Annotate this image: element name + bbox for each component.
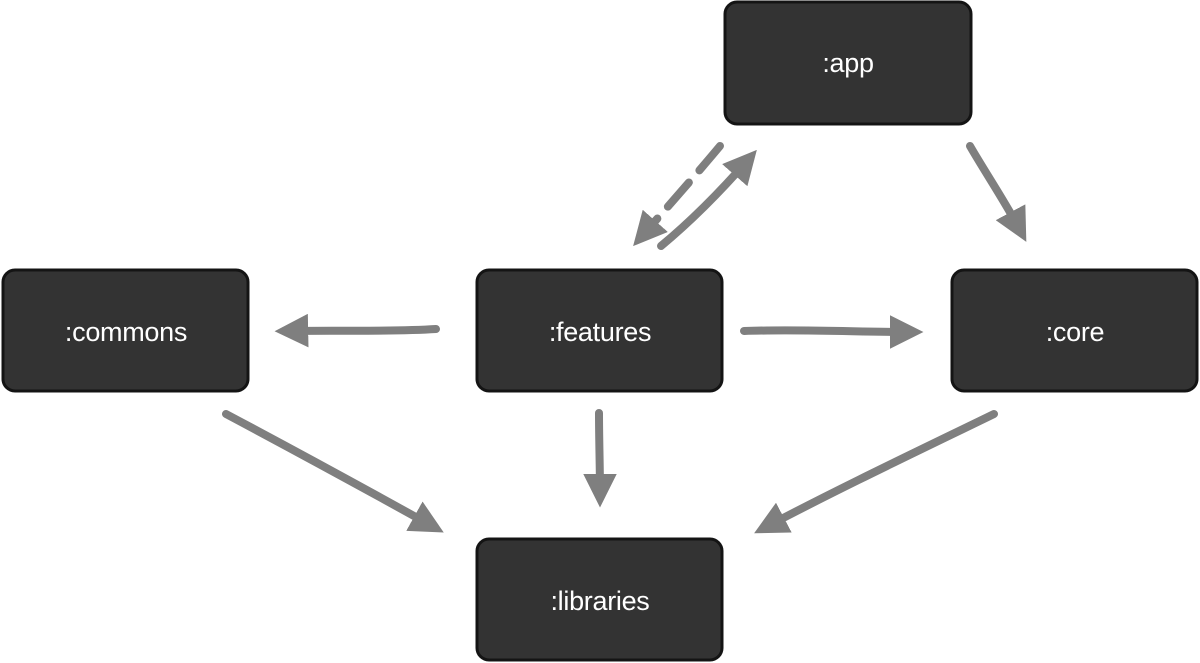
edge-core-to-libraries xyxy=(754,410,998,534)
edge-features-to-libraries xyxy=(583,409,617,508)
edge-features-to-commons xyxy=(274,313,440,348)
node-commons: :commons xyxy=(1,268,250,393)
node-commons-label: :commons xyxy=(65,317,187,347)
edge-features-to-app xyxy=(657,149,757,250)
edge-app-to-core xyxy=(966,142,1027,242)
node-app-label: :app xyxy=(822,48,873,78)
node-app: :app xyxy=(723,0,973,126)
node-core: :core xyxy=(950,268,1199,393)
edges xyxy=(222,142,1027,534)
node-libraries-label: :libraries xyxy=(550,586,649,616)
edge-features-to-core xyxy=(740,315,924,349)
edge-app-to-features-dashed xyxy=(633,142,724,247)
node-features-label: :features xyxy=(549,317,651,347)
node-libraries: :libraries xyxy=(475,537,724,662)
edge-commons-to-libraries xyxy=(222,410,444,533)
node-features: :features xyxy=(475,268,724,393)
node-core-label: :core xyxy=(1046,317,1105,347)
